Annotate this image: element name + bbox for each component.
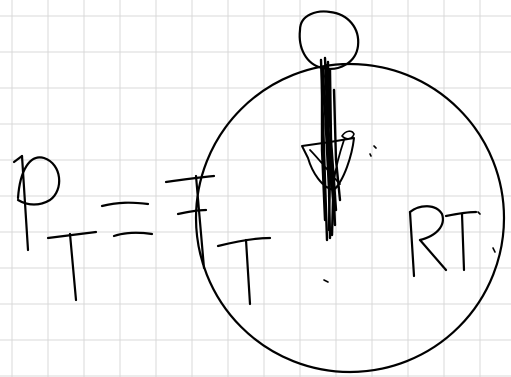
scribbled-vertical-line [321,58,340,240]
ink-dot-1 [370,146,376,156]
ink-dot-2 [324,280,328,282]
small-head-circle [300,12,359,69]
large-circle [196,64,504,372]
handwritten-right-term [410,206,476,276]
handwritten-equals-sign [102,203,152,236]
small-loop [342,131,354,139]
handwritten-middle-term [166,176,270,304]
ink-dot-3 [493,248,495,252]
ink-dot-4 [478,212,480,214]
handwritten-left-term [14,156,96,300]
